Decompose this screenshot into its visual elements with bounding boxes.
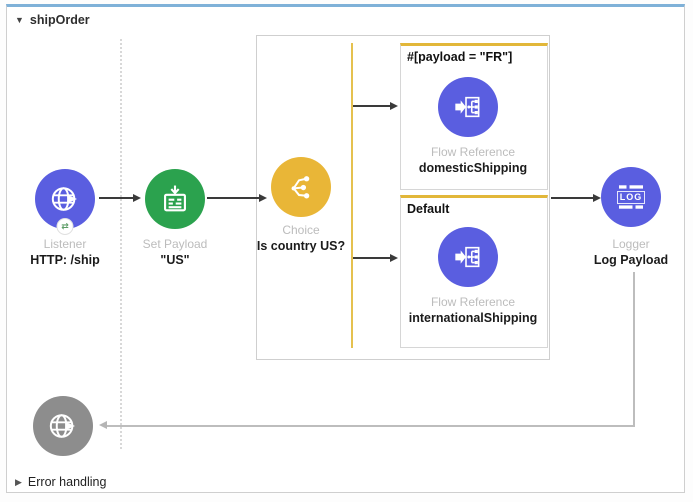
choice-router-line [351,43,353,348]
arrowhead-left-icon [99,421,107,429]
connector-setpayload-choice [207,197,259,199]
response-return-line-vertical [633,272,635,426]
arrowhead-icon [259,194,267,202]
listener-node[interactable]: ⇄ [35,169,95,235]
connector-default-branch [353,257,390,259]
choice-node[interactable] [271,157,331,217]
branch-icon [291,176,310,199]
flow-title-bar[interactable]: ▼ shipOrder [15,13,90,27]
international-flow-ref-type-label: Flow Reference [430,295,516,309]
globe-arrow-icon [49,414,76,438]
error-source-node[interactable] [33,396,93,456]
arrowhead-icon [390,102,398,110]
domestic-flow-ref-type-label: Flow Reference [430,145,516,159]
log-lines-icon [619,185,643,209]
flow-reference-icon [455,96,480,118]
set-payload-type-label: Set Payload [142,237,208,251]
logger-node[interactable]: LOG [601,167,661,227]
listener-name-label: HTTP: /ship [30,253,100,267]
set-payload-node[interactable] [145,169,205,229]
listener-response-badge: ⇄ [56,218,74,235]
error-handling-bar[interactable]: ▶ Error handling [15,475,106,489]
flow-title: shipOrder [29,13,90,27]
set-payload-name-label: "US" [160,253,190,267]
flow-reference-icon [455,246,480,268]
document-arrow-icon [164,185,186,212]
domestic-flow-reference-node[interactable] [438,77,498,137]
domestic-flow-ref-name-label: domesticShipping [418,161,528,175]
error-handling-title: Error handling [27,475,107,489]
when-expression-label: #[payload = "FR"] [407,50,513,64]
logger-type-label: Logger [612,237,650,251]
arrowhead-icon [593,194,601,202]
connector-when-branch [353,105,390,107]
source-section-divider [120,39,122,449]
arrowhead-icon [390,254,398,262]
connector-listener-setpayload [99,197,133,199]
globe-arrow-icon [51,187,78,211]
international-flow-reference-node[interactable] [438,227,498,287]
expand-triangle-icon[interactable]: ▶ [15,476,22,487]
collapse-triangle-icon[interactable]: ▼ [15,15,24,25]
logger-icon-text: LOG [616,190,646,204]
listener-type-label: Listener [43,237,87,251]
choice-type-label: Choice [282,223,320,237]
arrowhead-icon [133,194,141,202]
logger-name-label: Log Payload [593,253,669,267]
default-branch-label: Default [407,202,450,216]
international-flow-ref-name-label: internationalShipping [408,311,538,325]
choice-name-label: Is country US? [256,239,346,253]
response-return-line-horizontal [107,425,635,427]
connector-choice-logger [551,197,593,199]
flow-shipOrder[interactable]: ▼ shipOrder #[payload = "FR"] Default [6,4,685,493]
